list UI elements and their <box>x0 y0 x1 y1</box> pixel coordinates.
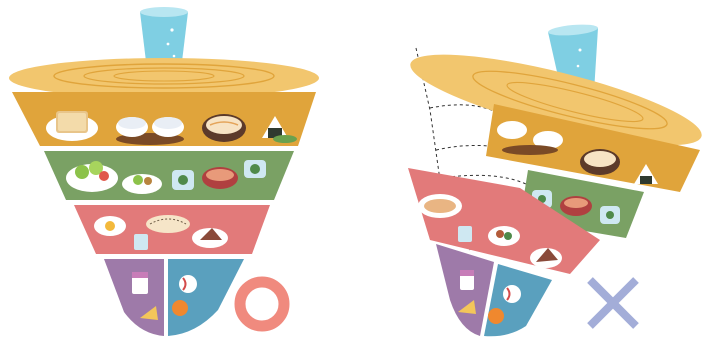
side-dish-icon <box>244 160 266 178</box>
small-dish-icon <box>600 206 620 224</box>
rice-ball-icon <box>634 164 658 184</box>
apple-icon <box>179 275 197 293</box>
fish-icon <box>418 194 462 218</box>
grilled-dish-icon <box>530 248 562 268</box>
bottom-tip <box>436 244 552 337</box>
orange-icon <box>488 308 504 324</box>
soup-bowl-icon <box>560 196 592 216</box>
rice-ball-icon <box>262 116 297 143</box>
wrong-mark-icon <box>587 277 639 329</box>
meat-dish-icon <box>488 226 520 246</box>
meat-dish-icon <box>192 228 228 248</box>
vegetable-plate-icon <box>122 174 162 194</box>
fish-icon <box>146 215 190 233</box>
cheese-icon <box>458 300 476 314</box>
soup-bowl-icon <box>202 167 238 189</box>
milk-glass-icon <box>458 226 472 242</box>
balanced-spinning-top <box>9 7 319 336</box>
apple-icon <box>503 285 521 303</box>
bread-icon <box>46 111 98 141</box>
salad-icon <box>66 161 118 192</box>
grain-band <box>12 92 316 146</box>
unbalanced-spinning-top <box>408 24 702 337</box>
protein-band <box>74 205 270 254</box>
top-disc <box>9 58 319 98</box>
correct-mark-icon <box>234 276 290 332</box>
grain-band <box>486 104 700 192</box>
noodle-bowl-icon <box>580 149 620 175</box>
vegetable-band <box>44 151 294 200</box>
bottom-tip <box>104 259 244 336</box>
fried-egg-icon <box>94 216 126 236</box>
noodle-bowl-icon <box>202 114 246 142</box>
milk-carton-icon <box>460 270 474 290</box>
rice-bowls-icon <box>116 117 184 145</box>
top-disc <box>410 54 702 146</box>
orange-icon <box>172 300 188 316</box>
cheese-icon <box>140 306 158 320</box>
protein-band <box>408 168 600 274</box>
rice-bowls-icon <box>497 121 563 155</box>
small-dish-icon <box>172 170 194 190</box>
milk-carton-icon <box>132 272 148 294</box>
milk-glass-icon <box>134 234 148 250</box>
